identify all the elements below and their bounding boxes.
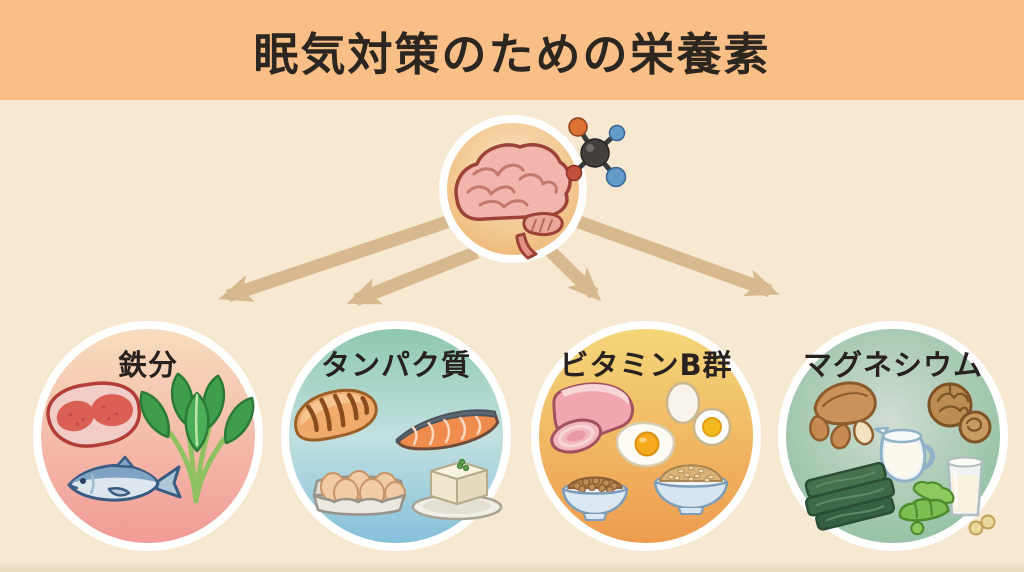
header-banner: 眠気対策のための栄養素 — [0, 0, 1024, 100]
natto-bowl-icon — [561, 476, 629, 521]
grilled-chicken-icon — [294, 388, 378, 442]
fried-egg-icon — [615, 421, 676, 468]
molecule-icon — [565, 117, 627, 188]
steak-icon — [46, 381, 142, 448]
nutrient-circle-vitamin-b: ビタミンB群 — [531, 321, 761, 551]
almonds-icon — [809, 381, 877, 450]
walnuts-icon — [927, 382, 992, 444]
nutrient-label-magnesium: マグネシウム — [802, 348, 983, 382]
center-brain-node — [439, 115, 627, 263]
arrow-to-vitb — [544, 245, 602, 302]
nutrient-label-iron: 鉄分 — [117, 348, 178, 382]
edamame-icon — [898, 480, 955, 536]
arrow-to-protein — [346, 245, 480, 307]
magnesium-circle-graphic — [778, 321, 1008, 551]
salmon-fillet-icon — [395, 409, 500, 451]
iron-circle-graphic — [33, 321, 263, 551]
nutrient-circle-protein: タンパク質 — [281, 321, 511, 551]
tofu-plate-icon — [411, 458, 503, 521]
nutrient-label-vitamin-b: ビタミンB群 — [559, 348, 733, 382]
bottom-shade — [0, 562, 1024, 572]
soybeans-icon — [968, 514, 996, 536]
arrow-to-iron — [218, 215, 450, 303]
protein-circle-graphic — [281, 321, 511, 551]
vitamin-b-circle-graphic — [531, 321, 761, 551]
page-title: 眠気対策のための栄養素 — [253, 27, 771, 81]
brain-icon — [454, 143, 572, 260]
brown-rice-bowl-icon — [653, 464, 729, 515]
spinach-icon — [139, 372, 255, 504]
nutrient-label-protein: タンパク質 — [320, 348, 471, 382]
milk-pitcher-icon — [873, 426, 935, 483]
arrow-to-mg — [576, 215, 780, 298]
pork-icon — [550, 382, 634, 454]
nutrient-circle-magnesium: マグネシウム — [778, 321, 1008, 551]
kombu-seaweed-icon — [804, 461, 896, 531]
egg-carton-icon — [312, 470, 406, 516]
milk-glass-icon — [946, 456, 984, 517]
boiled-eggs-icon — [665, 381, 732, 447]
nutrient-circle-iron: 鉄分 — [33, 321, 263, 551]
tuna-fish-icon — [67, 455, 182, 502]
